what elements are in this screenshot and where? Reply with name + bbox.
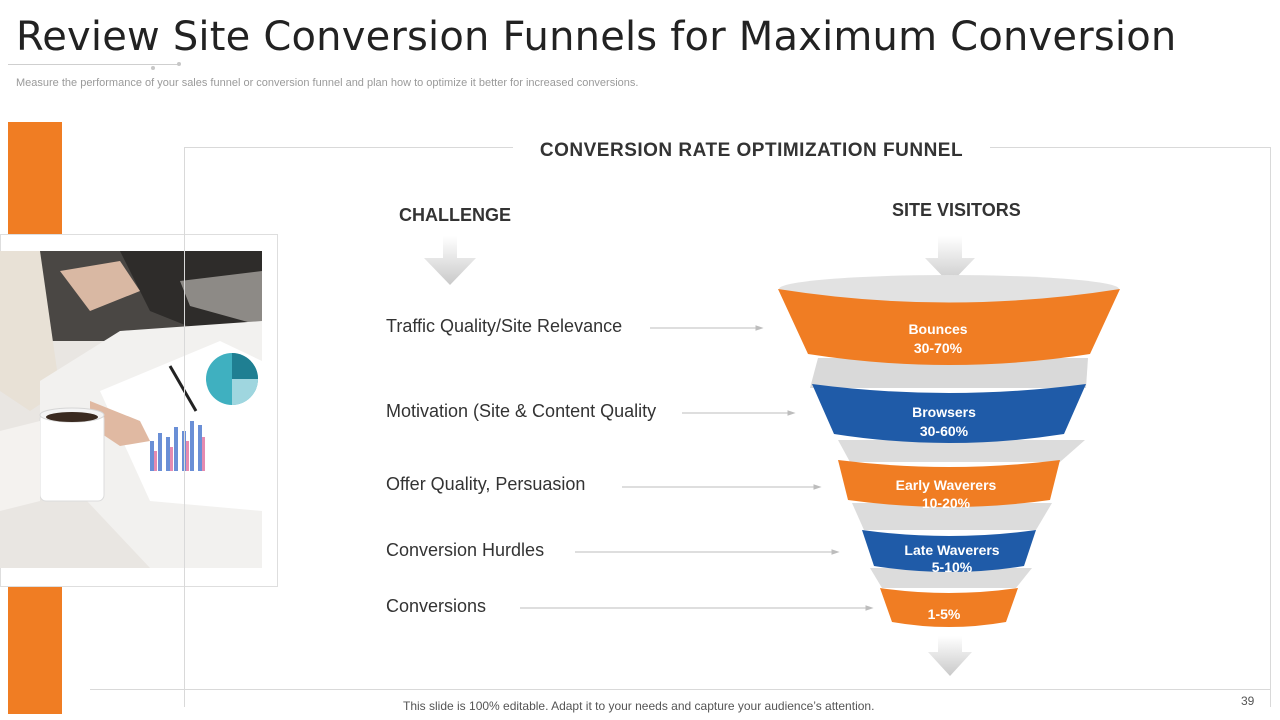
funnel-value: 10-20%: [922, 495, 971, 511]
footer-divider: [90, 689, 1270, 690]
funnel-mouth: [779, 275, 1119, 303]
slide-subtitle: Measure the performance of your sales fu…: [16, 77, 639, 89]
funnel-band-grey: [810, 358, 1088, 388]
title-underline-dot: [177, 62, 181, 66]
footer-note: This slide is 100% editable. Adapt it to…: [403, 699, 875, 713]
conversions-down-arrow-icon: [928, 636, 972, 676]
funnel-label: Bounces: [908, 321, 967, 337]
challenge-item: Traffic Quality/Site Relevance: [386, 316, 623, 336]
funnel-stage-browsers: [812, 384, 1086, 443]
funnel-value: 30-70%: [914, 340, 963, 356]
funnel-stage-early-waverers: [838, 460, 1060, 507]
page-number: 39: [1241, 694, 1255, 708]
funnel-stage-late-waverers: [862, 530, 1036, 572]
slide-title: Review Site Conversion Funnels for Maxim…: [16, 14, 1177, 60]
diagram-title: CONVERSION RATE OPTIMIZATION FUNNEL: [513, 140, 990, 162]
funnel-value: 30-60%: [920, 423, 969, 439]
office-desk-photo: [0, 251, 262, 568]
funnel-value: 1-5%: [928, 606, 961, 622]
challenge-item: Motivation (Site & Content Quality: [386, 401, 657, 421]
challenge-header: CHALLENGE: [399, 205, 511, 225]
funnel-stage-bounces: [778, 289, 1120, 365]
funnel-label: Browsers: [912, 404, 976, 420]
visitors-down-arrow-icon: [925, 236, 975, 284]
funnel-label: Late Waverers: [904, 542, 999, 558]
title-underline-dot: [151, 66, 155, 70]
challenge-item: Conversions: [386, 596, 487, 616]
funnel-stage-conversions: [880, 588, 1018, 627]
funnel-band-grey: [852, 503, 1052, 530]
funnel-label: Early Waverers: [896, 477, 997, 493]
funnel-band-grey: [870, 568, 1032, 588]
funnel-value: 5-10%: [932, 559, 973, 575]
site-visitors-header: SITE VISITORS: [892, 200, 1021, 220]
challenge-item: Offer Quality, Persuasion: [386, 474, 586, 494]
funnel-band-grey: [838, 440, 1085, 462]
challenge-down-arrow-icon: [424, 236, 476, 285]
title-underline: [8, 64, 180, 65]
challenge-item: Conversion Hurdles: [386, 540, 545, 560]
